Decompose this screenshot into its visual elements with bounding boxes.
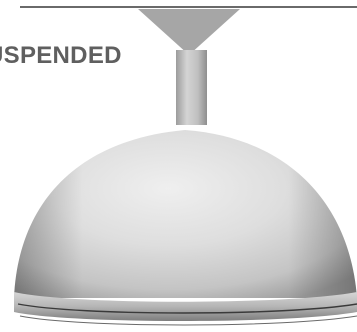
dome-shading <box>14 130 357 298</box>
lamp-stem <box>176 50 207 125</box>
canopy-cone <box>138 9 240 55</box>
suspended-label: USPENDED <box>0 42 122 70</box>
